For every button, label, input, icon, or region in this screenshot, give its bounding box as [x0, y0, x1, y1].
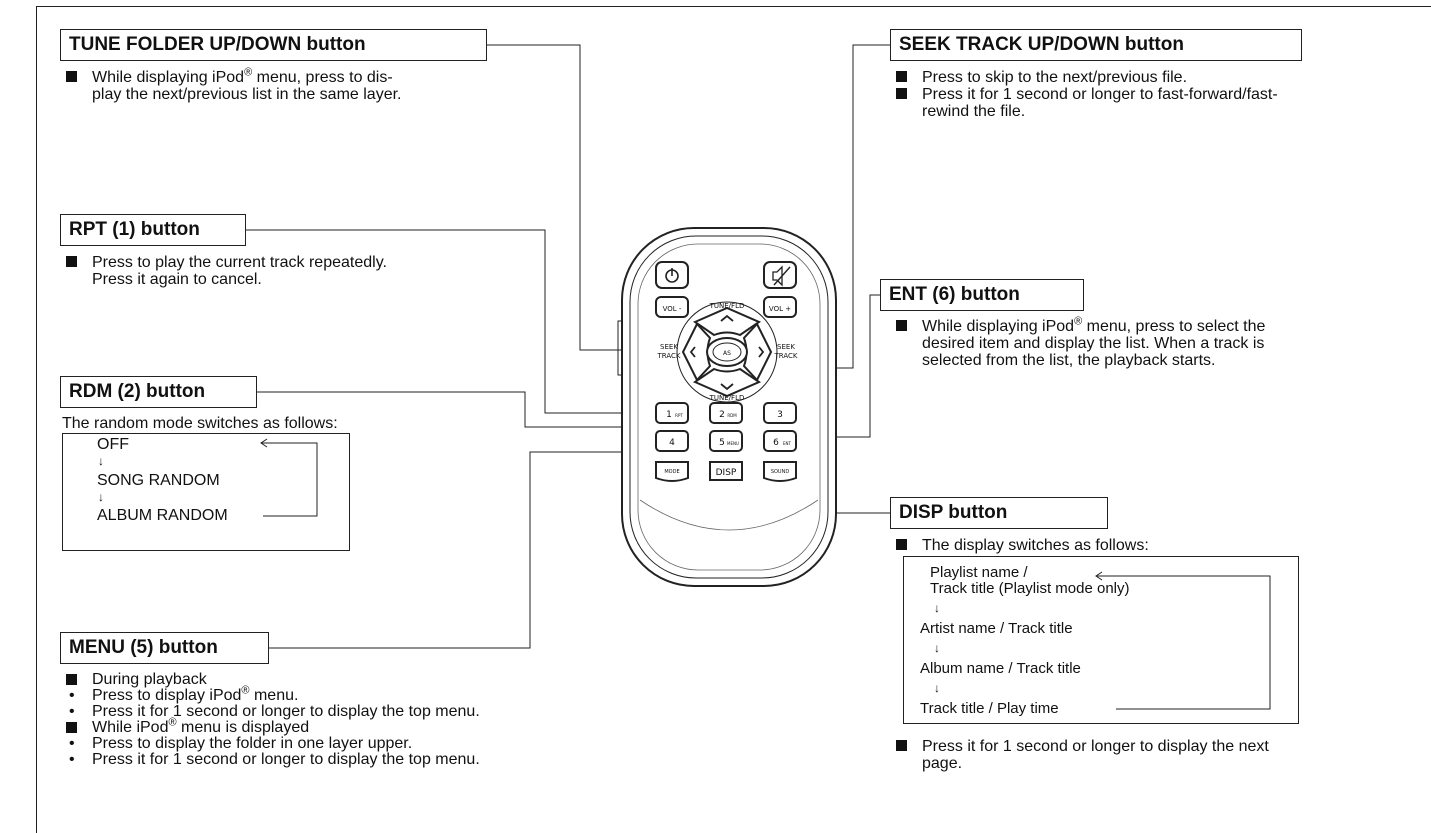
menu-desc: During playback •Press to display iPod® … — [66, 672, 626, 768]
key-4-num: 4 — [669, 438, 675, 448]
vol-minus-button — [655, 296, 689, 318]
key-2-sub: RDM — [727, 413, 737, 418]
key-5-sub: MENU — [727, 441, 739, 446]
vol-minus-label: VOL - — [663, 305, 682, 313]
down-arrow-icon: ↓ — [98, 454, 104, 468]
bullet-dot-icon: • — [69, 735, 75, 752]
disp-flow-box: Playlist name / Track title (Playlist mo… — [903, 556, 1299, 724]
rdm-intro: The random mode switches as follows: — [62, 415, 338, 432]
tune-up-button — [692, 306, 762, 337]
mode-label: MODE — [664, 469, 679, 475]
frame-left-border — [36, 6, 37, 833]
disp-intro: The display switches as follows: — [896, 537, 1396, 554]
disp-title: DISP button — [890, 497, 1108, 529]
key-5-num: 5 — [719, 438, 725, 448]
down-arrow-icon: ↓ — [934, 681, 940, 695]
menu-title: MENU (5) button — [60, 632, 269, 664]
bullet-square-icon — [896, 320, 907, 331]
bullet-square-icon — [66, 674, 77, 685]
seek-right-label-1: SEEK — [777, 343, 795, 351]
rdm-title: RDM (2) button — [60, 376, 257, 408]
tune-down-button — [692, 367, 762, 398]
seek-left-label-1: SEEK — [660, 343, 678, 351]
disp-remote-label: DISP — [716, 468, 737, 478]
rdm-flow-box: OFF ↓ SONG RANDOM ↓ ALBUM RANDOM — [62, 433, 350, 551]
key-3 — [763, 402, 797, 424]
disp-flow-playlist: Playlist name / — [930, 564, 1028, 581]
key-1 — [655, 402, 689, 424]
key-1-num: 1 — [666, 410, 672, 420]
bullet-square-icon — [896, 740, 907, 751]
rpt-leader — [245, 229, 680, 414]
bullet-square-icon — [66, 256, 77, 267]
rpt-desc: Press to play the current track repeated… — [66, 254, 546, 288]
disp-loop-arrow — [1095, 571, 1271, 710]
frame-top-border — [36, 6, 1431, 7]
mute-button — [763, 261, 797, 289]
vol-plus-label: VOL + — [769, 305, 791, 313]
as-label: AS — [723, 350, 731, 357]
key-3-num: 3 — [777, 410, 783, 420]
key-5 — [709, 430, 743, 452]
rpt-title: RPT (1) button — [60, 214, 246, 246]
bullet-dot-icon: • — [69, 703, 75, 720]
seek-track-title: SEEK TRACK UP/DOWN button — [890, 29, 1302, 61]
remote-control — [621, 227, 837, 587]
key-1-sub: RPT — [675, 413, 683, 418]
tune-fld-top-label: TUNE/FLD — [709, 302, 745, 310]
as-button — [706, 337, 748, 367]
ent-desc: While displaying iPod® menu, press to se… — [896, 316, 1396, 369]
bullet-dot-icon: • — [69, 751, 75, 768]
rdm-flow-off: OFF — [97, 436, 129, 453]
bullet-square-icon — [896, 71, 907, 82]
key-6 — [763, 430, 797, 452]
seek-left-label-2: TRACK — [657, 352, 681, 360]
disp-flow-album: Album name / Track title — [920, 660, 1081, 677]
key-2 — [709, 402, 743, 424]
key-4 — [655, 430, 689, 452]
down-arrow-icon: ↓ — [98, 490, 104, 504]
key-6-sub: ENT — [783, 441, 792, 446]
tune-folder-title: TUNE FOLDER UP/DOWN button — [60, 29, 487, 61]
disp-flow-artist: Artist name / Track title — [920, 620, 1073, 637]
key-6-num: 6 — [773, 438, 779, 448]
sound-label: SOUND — [771, 469, 790, 475]
disp-remote-button — [709, 461, 743, 481]
tune-fld-bottom-label: TUNE/FLD — [709, 394, 745, 402]
mode-button — [655, 461, 689, 482]
disp-note: Press it for 1 second or longer to displ… — [896, 738, 1396, 772]
key-2-num: 2 — [719, 410, 725, 420]
disp-flow-playlist-2: Track title (Playlist mode only) — [930, 580, 1130, 597]
seek-track-desc: Press to skip to the next/previous file.… — [896, 69, 1396, 120]
bullet-square-icon — [66, 71, 77, 82]
ent-title: ENT (6) button — [880, 279, 1084, 311]
bullet-square-icon — [896, 539, 907, 550]
sound-button — [763, 461, 797, 482]
down-arrow-icon: ↓ — [934, 641, 940, 655]
seek-right-label-2: TRACK — [774, 352, 798, 360]
bullet-dot-icon: • — [69, 687, 75, 704]
down-arrow-icon: ↓ — [934, 601, 940, 615]
tune-folder-desc: While displaying iPod® menu, press to di… — [66, 67, 526, 103]
rdm-flow-song: SONG RANDOM — [97, 472, 220, 489]
bullet-square-icon — [66, 722, 77, 733]
rdm-loop-arrow — [260, 438, 318, 517]
disp-flow-track: Track title / Play time — [920, 700, 1059, 717]
bullet-square-icon — [896, 88, 907, 99]
vol-plus-button — [763, 296, 797, 318]
rdm-flow-album: ALBUM RANDOM — [97, 507, 228, 524]
